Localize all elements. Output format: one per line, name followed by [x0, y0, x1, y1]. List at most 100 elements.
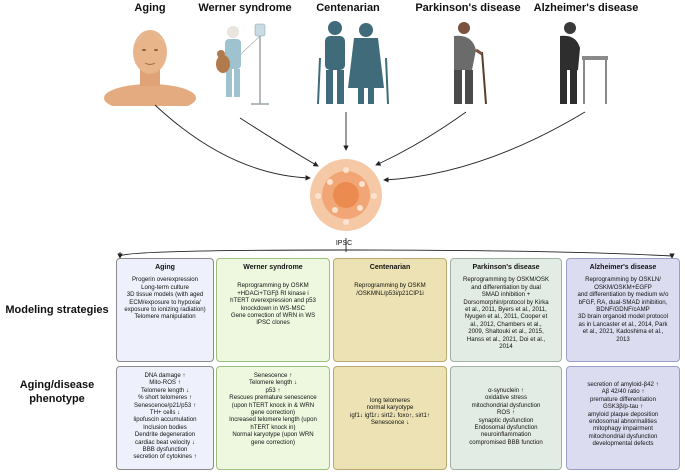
row-label-phenotype-line1: Aging/disease [19, 379, 95, 391]
phenotype-line: gene correction) [250, 438, 296, 446]
arrow-alzheimer-to-ipsc [383, 111, 586, 183]
arrow-werner-to-ipsc [239, 117, 319, 167]
modeling-header-alzheimer: Alzheimer's disease [589, 264, 657, 271]
phenotype-line: normal karyotype [366, 404, 414, 412]
modeling-line: bFGF, RA, dual-SMAD inhibition, [578, 298, 668, 306]
modeling-line: exposure to ionizing radiation) [124, 306, 206, 314]
modeling-line: as in Lancaster et al., 2014, Park [578, 320, 668, 328]
modeling-line: 3D brain organoid model protocol [577, 313, 669, 321]
phenotype-line: Dendrite degeneration [134, 431, 196, 439]
phenotype-line: long telomeres [370, 397, 410, 404]
phenotype-line: % short telomeres ↑ [138, 394, 192, 402]
alzheimers-patient-figure [560, 22, 608, 104]
phenotype-box-parkinson: α-synuclein ↑ oxidative stress mitochond… [450, 366, 562, 470]
phenotype-box-aging: DNA damage ↑ Mito-ROS ↑ Telomere length … [116, 366, 214, 470]
modeling-line: 2014 [499, 343, 513, 351]
modeling-header-parkinson: Parkinson's disease [472, 264, 540, 271]
werner-syndrome-patient-figure [216, 23, 269, 105]
modeling-line: et al., 2021, Kadoshima et al., [582, 328, 664, 336]
parkinsons-patient-figure [454, 22, 487, 105]
phenotype-line: synaptic dysfunction [478, 416, 534, 424]
phenotype-line: secretion of amyloid-β42 ↑ [587, 381, 659, 388]
column-title-werner: Werner syndrome [198, 2, 292, 14]
phenotype-line: premature differentiation [590, 395, 656, 403]
modeling-line: /OSKMNL/p53i/p21CIP1i [356, 289, 424, 297]
modeling-line: SMAD inhibition + [481, 291, 531, 299]
phenotype-line: p53 ↑ [265, 386, 281, 394]
modeling-line: Dorsomorphin/protocol by Kirka [463, 298, 549, 306]
modeling-line: Gene correction of WRN in WS [230, 312, 316, 320]
phenotype-line: oxidative stress [485, 394, 527, 402]
phenotype-line: ROS ↑ [497, 409, 515, 417]
modeling-line: Reprogramming by OSKM [237, 282, 309, 290]
phenotype-line: Mito-ROS ↑ [149, 379, 181, 387]
phenotype-line: amyloid plaque deposition [587, 410, 659, 418]
modeling-line: Hanss et al., 2021, Doi et al., [466, 335, 546, 343]
modeling-line: Reprogramming by OSKM [354, 282, 426, 290]
centenarian-couple-figure [317, 21, 389, 105]
modeling-line: +HDACi+TGFβ RI kinase i [237, 289, 309, 297]
phenotype-line: Increased telomere length (upon [229, 416, 317, 424]
arrow-aging-to-ipsc [154, 104, 311, 181]
phenotype-line: mitophagy impairment [593, 425, 653, 433]
modeling-line: BDNF/GDNF/cAMP [596, 306, 650, 314]
column-title-alzheimer: Alzheimer's disease [533, 2, 639, 14]
modeling-line: hTERT overexpression and p53 [230, 297, 316, 305]
modeling-header-aging: Aging [155, 264, 175, 271]
row-label-phenotype-line2: phenotype [29, 393, 85, 405]
modeling-line: 2009, Shaltouki et al., 2015, [468, 328, 544, 336]
phenotype-line: Telomere length ↓ [248, 379, 298, 387]
phenotype-line: Senescence ↑ [253, 372, 293, 379]
modeling-line: Reprogramming by OSKLN/ [585, 276, 661, 284]
modeling-line: Reprogramming by OSKM/OSK [462, 276, 550, 284]
phenotype-line: lipofuscin accumulation [133, 416, 197, 424]
modeling-header-centenarian: Centenarian [369, 264, 411, 271]
modeling-box-alzheimer: Alzheimer's disease Reprogramming by OSK… [566, 258, 680, 362]
modeling-line: OSKM/OSKM+EGFP [594, 283, 652, 291]
phenotype-line: (upon hTERT knock in & WRN [231, 401, 315, 409]
modeling-line: and differentiation by dual [471, 283, 541, 291]
modeling-line: 3D tissue models (with aged [126, 291, 204, 299]
phenotype-line: compromised BBB function [469, 438, 543, 446]
phenotype-line: cardiac beat velocity ↓ [135, 438, 195, 446]
ipsc-cluster [310, 159, 382, 231]
modeling-line: Nyugen et al., 2011, Cooper et [464, 313, 548, 321]
phenotype-line: α-synuclein ↑ [488, 387, 524, 394]
phenotype-box-werner: Senescence ↑ Telomere length ↓ p53 ↑ Res… [216, 366, 330, 470]
phenotype-line: Aβ 42/40 ratio ↑ [601, 388, 645, 396]
phenotype-line: secretion of cytokines ↑ [133, 453, 197, 461]
phenotype-line: BBB dysfunction [142, 446, 188, 454]
modeling-line: knockdown in WS-MSC [240, 304, 305, 312]
phenotype-line: mitochondrial dysfunction [588, 432, 658, 440]
phenotype-line: Normal karyotype (upon WRN [232, 431, 314, 439]
phenotype-line: Senescence ↓ [370, 419, 410, 427]
aging-bust-figure [104, 30, 196, 106]
phenotype-line: GSK3β/p-tau ↑ [602, 403, 644, 411]
phenotype-box-centenarian: long telomeres normal karyotype igf1↓ ig… [333, 366, 447, 470]
phenotype-line: Endosomal dysfunction [474, 424, 538, 432]
phenotype-line: DNA damage ↑ [144, 372, 186, 379]
phenotype-line: Senescence/p21/p53 ↑ [134, 401, 196, 409]
column-title-aging: Aging [134, 2, 166, 14]
modeling-line: 2013 [616, 335, 630, 343]
phenotype-line: igf1↓ igf1r↓ sirt2↓ foxo↑, sirt1↑ [350, 411, 430, 419]
arrow-ipsc-branch [119, 249, 675, 259]
modeling-line: ECM/exposure to hypoxia/ [129, 298, 201, 306]
column-title-parkinson: Parkinson's disease [415, 2, 521, 14]
modeling-line: Progerin overexpression [131, 276, 199, 284]
modeling-header-werner: Werner syndrome [243, 264, 303, 271]
row-label-phenotype: Aging/disease phenotype [4, 378, 110, 406]
phenotype-line: gene correction) [250, 409, 296, 417]
row-label-modeling: Modeling strategies [5, 304, 109, 316]
phenotype-line: TH+ cells ↓ [149, 409, 181, 417]
phenotype-line: hTERT knock in) [250, 423, 296, 431]
phenotype-line: mitochondrial dysfunction [471, 401, 541, 409]
phenotype-line: endosomal abnormalities [589, 418, 657, 426]
modeling-line: Long-term culture [141, 283, 189, 291]
modeling-box-parkinson: Parkinson's disease Reprogramming by OSK… [450, 258, 562, 362]
modeling-line: al., 2012, Chambers et al., [470, 320, 542, 328]
modeling-line: IPSC clones [256, 319, 290, 327]
arrow-parkinson-to-ipsc [375, 111, 467, 166]
modeling-line: Telomere manipulation [134, 313, 196, 321]
